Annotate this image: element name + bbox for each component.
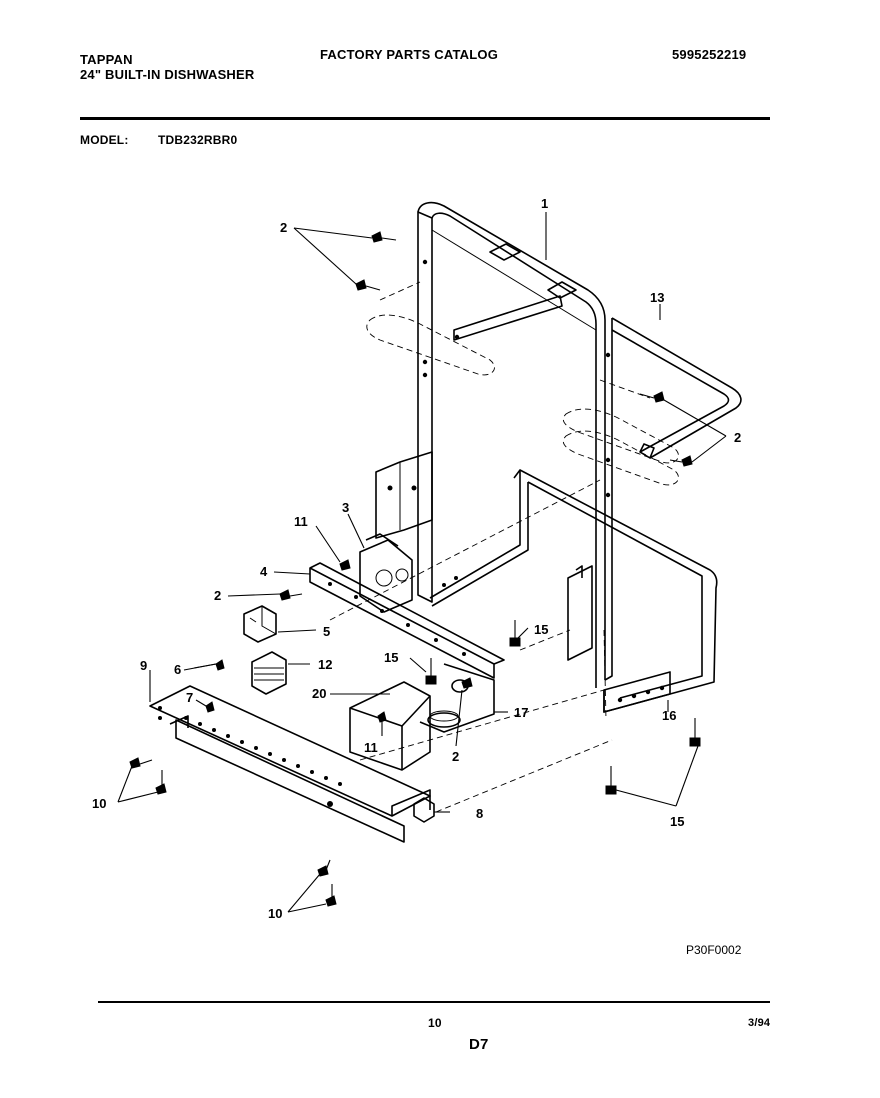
callout-16: 16: [662, 708, 676, 723]
part-lower-rail: [149, 685, 431, 843]
page-number: 10: [428, 1016, 442, 1030]
model-label: MODEL:: [80, 133, 129, 147]
product-title: 24" BUILT-IN DISHWASHER: [80, 67, 255, 82]
leader-lines: [117, 212, 727, 913]
callout-4: 4: [260, 564, 268, 579]
part-side-arm: [611, 317, 742, 459]
part-base-frame: [429, 469, 718, 713]
part-transformer-box: [349, 681, 431, 771]
screws: [129, 231, 701, 907]
callout-15: 15: [534, 622, 548, 637]
figure-code: P30F0002: [686, 943, 742, 957]
callout-15: 15: [384, 650, 398, 665]
header-rule: [80, 117, 770, 120]
callout-13: 13: [650, 290, 664, 305]
callout-7: 7: [186, 690, 193, 705]
callout-3: 3: [342, 500, 349, 515]
brand-name: TAPPAN: [80, 52, 133, 67]
callout-2: 2: [734, 430, 741, 445]
callout-17: 17: [514, 705, 528, 720]
callout-12: 12: [318, 657, 332, 672]
catalog-number: 5995252219: [672, 47, 747, 62]
callout-5: 5: [323, 624, 330, 639]
part-main-bracket: [309, 562, 505, 679]
part-switch-assembly: [359, 533, 413, 613]
part-end-cap: [413, 797, 435, 823]
callout-10: 10: [92, 796, 106, 811]
part-switch: [243, 605, 277, 643]
callout-8: 8: [476, 806, 483, 821]
callout-11: 11: [294, 514, 308, 529]
callout-2: 2: [214, 588, 221, 603]
revision-date: 3/94: [748, 1017, 771, 1029]
callout-11: 11: [364, 740, 378, 755]
callout-2: 2: [452, 749, 459, 764]
callout-9: 9: [140, 658, 147, 673]
callout-15: 15: [670, 814, 684, 829]
callout-6: 6: [174, 662, 181, 677]
callout-numbers: 1 2 2 2 2 2 3 4 5 6 7 8 9 10 10 11 11 12…: [92, 196, 741, 921]
callout-20: 20: [312, 686, 326, 701]
callout-2: 2: [280, 220, 287, 235]
callout-10: 10: [268, 906, 282, 921]
part-frame-upright: [375, 201, 613, 688]
catalog-title: FACTORY PARTS CATALOG: [320, 47, 499, 62]
footer-rule: [98, 1001, 770, 1003]
part-relay: [251, 651, 287, 695]
callout-1: 1: [541, 196, 548, 211]
section-code: D7: [469, 1036, 489, 1053]
model-number: TDB232RBR0: [158, 133, 238, 147]
